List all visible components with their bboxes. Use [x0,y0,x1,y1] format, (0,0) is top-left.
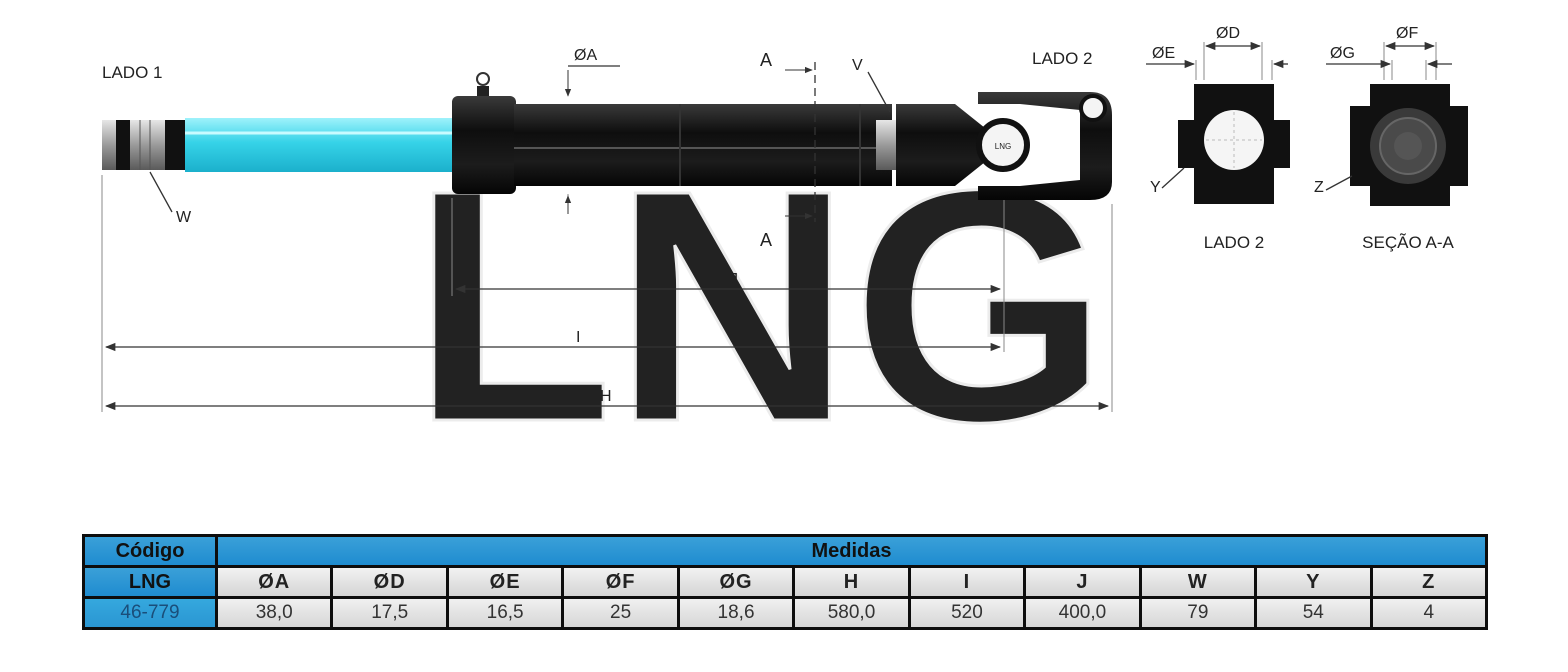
callout-y: Y [1150,179,1161,196]
table-cell: 79 [1141,599,1255,627]
technical-drawing: LNG LNG W V LADO 1 LADO 2 [101,25,1468,492]
section-marker-bottom: A [760,230,772,250]
section-view [1350,84,1468,206]
measures-header: Medidas [218,537,1485,565]
dim-i: I [576,329,580,346]
column-header: ØF [564,568,677,596]
product-code: 46-779 [85,599,215,627]
table-cell: 18,6 [679,599,793,627]
column-header: Y [1257,568,1370,596]
dim-h: H [600,388,612,405]
column-header: Z [1372,568,1485,596]
code-header: Código [85,537,215,565]
callout-v: V [852,57,863,74]
table-cell: 580,0 [795,599,908,627]
table-cell: 16,5 [448,599,562,627]
column-header: ØE [448,568,562,596]
section-caption: SEÇÃO A-A [1362,233,1454,252]
table-cell: 38,0 [218,599,331,627]
column-header: ØD [333,568,446,596]
column-header: H [795,568,908,596]
table-columns-row: LNG ØA ØD ØE ØF ØG H I J W Y Z [85,568,1485,596]
column-header: ØA [218,568,331,596]
side2-top-label: LADO 2 [1032,49,1092,68]
dim-phi-e: ØE [1152,45,1175,62]
table-cell: 400,0 [1026,599,1139,627]
table-cell: 17,5 [333,599,446,627]
callout-w: W [176,209,192,226]
side2-caption: LADO 2 [1204,233,1264,252]
dim-phi-d: ØD [1216,25,1240,42]
table-cell: 54 [1257,599,1370,627]
shaft-tube [514,104,892,186]
side2-end-view [1178,84,1290,204]
cyan-shaft [185,118,453,172]
table-cell: 25 [564,599,677,627]
dim-phi-a: ØA [574,47,597,64]
column-header: ØG [679,568,793,596]
column-header: J [1026,568,1139,596]
side1-label: LADO 1 [102,63,162,82]
universal-joint-yoke [896,104,985,186]
table-cell: 4 [1372,599,1485,627]
callout-z: Z [1314,179,1324,196]
column-header: I [910,568,1024,596]
shaft-housing [452,96,516,194]
table-row: 46-779 38,0 17,5 16,5 25 18,6 580,0 520 … [85,599,1485,627]
column-header: W [1141,568,1255,596]
table-cell: 520 [910,599,1024,627]
table-header-row: Código Medidas [85,537,1485,565]
steering-shaft-assembly: LNG [102,72,1112,200]
dim-phi-f: ØF [1396,25,1418,42]
specifications-table: Código Medidas LNG ØA ØD ØE ØF ØG H I J … [82,534,1488,630]
svg-text:LNG: LNG [995,142,1011,151]
cross-joint [976,118,1030,172]
section-marker-top: A [760,50,772,70]
dim-phi-g: ØG [1330,45,1355,62]
brand-label: LNG [85,568,215,596]
dim-j: J [730,271,738,288]
